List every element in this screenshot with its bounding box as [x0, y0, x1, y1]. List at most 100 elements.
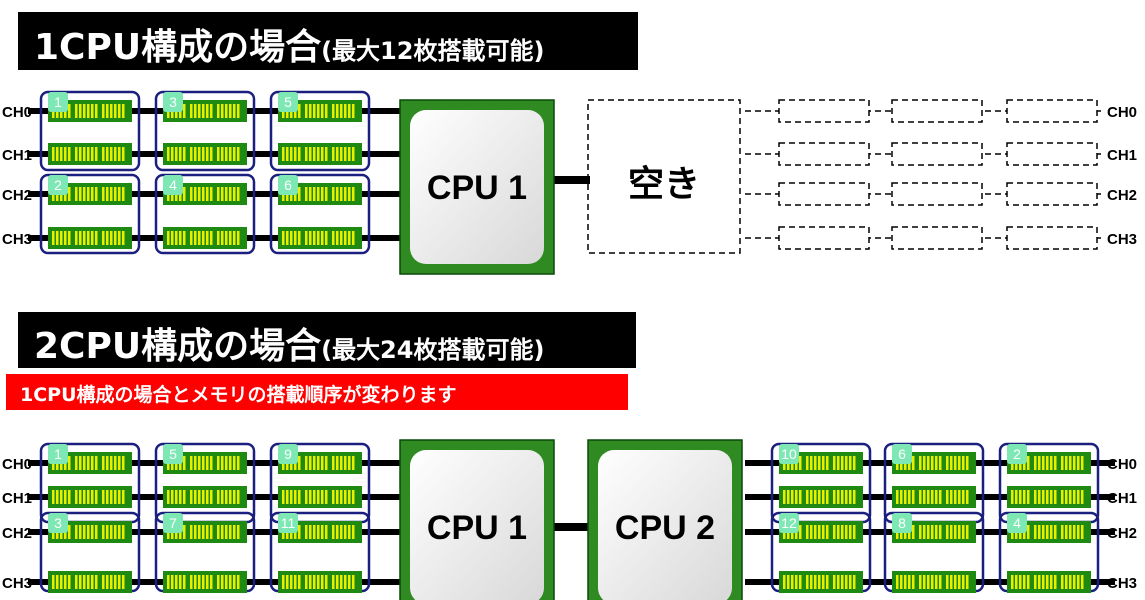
svg-text:3: 3 — [54, 515, 62, 531]
s2-cpu2-dimm — [892, 571, 976, 593]
section1-subtitle: (最大12枚搭載可能) — [321, 37, 545, 65]
svg-text:11: 11 — [281, 515, 296, 531]
s1-empty-slot — [778, 142, 870, 166]
s2-cpu2-dimm — [779, 486, 863, 508]
s1-cpu1-label: CPU 1 — [427, 169, 527, 207]
s1-slot-badge: 4 — [163, 175, 183, 195]
s2-cpu1-label: CPU 1 — [427, 509, 527, 547]
s1-group-outline — [154, 90, 256, 172]
s1-group-outline — [269, 90, 371, 172]
s1-right-ch1-label: CH1 — [1107, 147, 1137, 164]
svg-text:8: 8 — [898, 515, 906, 531]
s2-cpu1-slot-badge: 5 — [163, 444, 183, 464]
s2-cpu1-dimm — [48, 486, 132, 508]
s1-empty-socket — [587, 99, 741, 254]
s1-empty-label: 空き — [628, 164, 700, 205]
s2-right-ch1-label: CH1 — [1107, 490, 1137, 507]
s2-cpu2-slot-badge: 4 — [1007, 513, 1027, 533]
s2-cpu2-dimm — [892, 486, 976, 508]
s1-dimm — [48, 143, 132, 165]
s1-dimm — [163, 143, 247, 165]
s1-left-ch0-label: CH0 — [2, 104, 32, 121]
s1-left-ch2-label: CH2 — [2, 187, 32, 204]
s2-cpu2-dimm — [1007, 486, 1091, 508]
s2-cpu1: CPU 1 — [399, 439, 555, 600]
svg-text:6: 6 — [898, 446, 906, 462]
s1-left-ch1-label: CH1 — [2, 147, 32, 164]
s2-cpu2-slot-badge: 10 — [779, 444, 799, 464]
s2-right-ch3-label: CH3 — [1107, 575, 1137, 592]
s2-cpu2-slot-badge: 2 — [1007, 444, 1027, 464]
s1-dimm — [278, 143, 362, 165]
svg-text:5: 5 — [284, 94, 292, 110]
s1-empty-slot — [1006, 226, 1098, 250]
section2-subtitle: (最大24枚搭載可能) — [321, 336, 545, 364]
svg-text:2: 2 — [54, 177, 62, 193]
s1-empty-slot — [891, 226, 983, 250]
s1-empty-slot — [778, 226, 870, 250]
svg-text:2: 2 — [1013, 446, 1021, 462]
s2-right-ch2-label: CH2 — [1107, 525, 1137, 542]
svg-text:1: 1 — [54, 94, 62, 110]
s1-dimm — [163, 227, 247, 249]
s2-left-ch0-label: CH0 — [2, 456, 32, 473]
s2-cpu2-label: CPU 2 — [615, 509, 715, 547]
section1-title: 1CPU構成の場合 — [34, 27, 322, 68]
s1-empty-slot — [1006, 99, 1098, 123]
svg-text:6: 6 — [284, 177, 292, 193]
s1-group-outline — [269, 173, 371, 255]
s2-cpu2-slot-badge: 6 — [892, 444, 912, 464]
section2-title: 2CPU構成の場合 — [34, 326, 322, 367]
s2-right-ch0-label: CH0 — [1107, 456, 1137, 473]
s1-empty-slot — [778, 99, 870, 123]
s1-empty-slot — [891, 99, 983, 123]
svg-text:1: 1 — [54, 446, 62, 462]
s2-cpu1-dimm — [278, 571, 362, 593]
s2-cpu1-dimm — [48, 571, 132, 593]
svg-text:3: 3 — [169, 94, 177, 110]
s1-slot-badge: 6 — [278, 175, 298, 195]
s2-left-ch1-label: CH1 — [2, 490, 32, 507]
svg-text:12: 12 — [781, 515, 797, 531]
s1-group-outline — [39, 90, 141, 172]
s2-cpu1-slot-badge: 11 — [278, 513, 298, 533]
s1-group-outline — [39, 173, 141, 255]
svg-text:5: 5 — [169, 446, 177, 462]
s2-cpu2-dimm — [779, 571, 863, 593]
s1-empty-slot — [891, 182, 983, 206]
svg-text:7: 7 — [169, 515, 177, 531]
s1-slot-badge: 2 — [48, 175, 68, 195]
s1-right-ch3-label: CH3 — [1107, 231, 1137, 248]
s1-slot-badge: 1 — [48, 92, 68, 112]
s2-left-ch3-label: CH3 — [2, 575, 32, 592]
s1-dimm — [48, 227, 132, 249]
svg-text:4: 4 — [169, 177, 177, 193]
s1-cpu1: CPU 1 — [399, 99, 555, 275]
section1-title-banner: 1CPU構成の場合(最大12枚搭載可能) — [18, 12, 638, 70]
s2-cpu2-dimm — [1007, 571, 1091, 593]
s2-cpu1-dimm — [163, 486, 247, 508]
s1-slot-badge: 5 — [278, 92, 298, 112]
s2-cpu1-slot-badge: 1 — [48, 444, 68, 464]
s1-left-ch3-label: CH3 — [2, 231, 32, 248]
svg-text:10: 10 — [781, 446, 797, 462]
s1-right-ch2-label: CH2 — [1107, 187, 1137, 204]
section2-note: 1CPU構成の場合とメモリの搭載順序が変わります — [6, 374, 628, 410]
s2-cpu2: CPU 2 — [587, 439, 743, 600]
s2-cpu1-slot-badge: 3 — [48, 513, 68, 533]
s2-cpu1-slot-badge: 7 — [163, 513, 183, 533]
svg-text:9: 9 — [284, 446, 292, 462]
s1-group-outline — [154, 173, 256, 255]
s2-cpu1-dimm — [163, 571, 247, 593]
s2-cpu1-slot-badge: 9 — [278, 444, 298, 464]
s1-empty-slot — [891, 142, 983, 166]
s2-cpu1-dimm — [278, 486, 362, 508]
section2-title-banner: 2CPU構成の場合(最大24枚搭載可能) — [18, 312, 636, 368]
s2-cpu2-slot-badge: 8 — [892, 513, 912, 533]
s1-slot-badge: 3 — [163, 92, 183, 112]
s1-dimm — [278, 227, 362, 249]
s1-right-ch0-label: CH0 — [1107, 104, 1137, 121]
s2-cpu2-slot-badge: 12 — [779, 513, 799, 533]
s1-empty-slot — [1006, 142, 1098, 166]
